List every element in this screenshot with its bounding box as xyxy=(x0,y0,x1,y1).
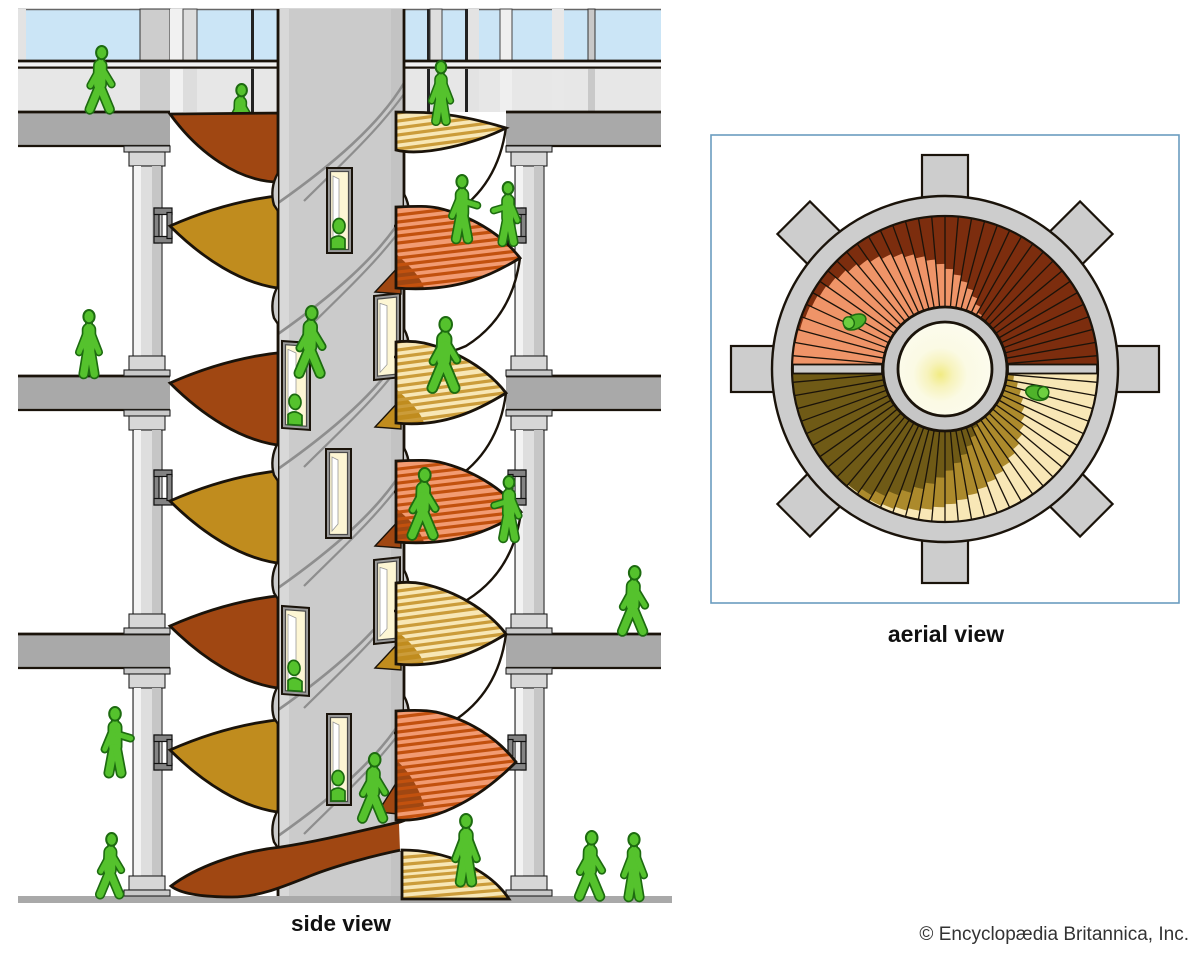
svg-text:aerial view: aerial view xyxy=(888,621,1004,647)
svg-text:side view: side view xyxy=(291,911,392,936)
svg-text:© Encyclopædia Britannica, Inc: © Encyclopædia Britannica, Inc. xyxy=(919,924,1189,945)
